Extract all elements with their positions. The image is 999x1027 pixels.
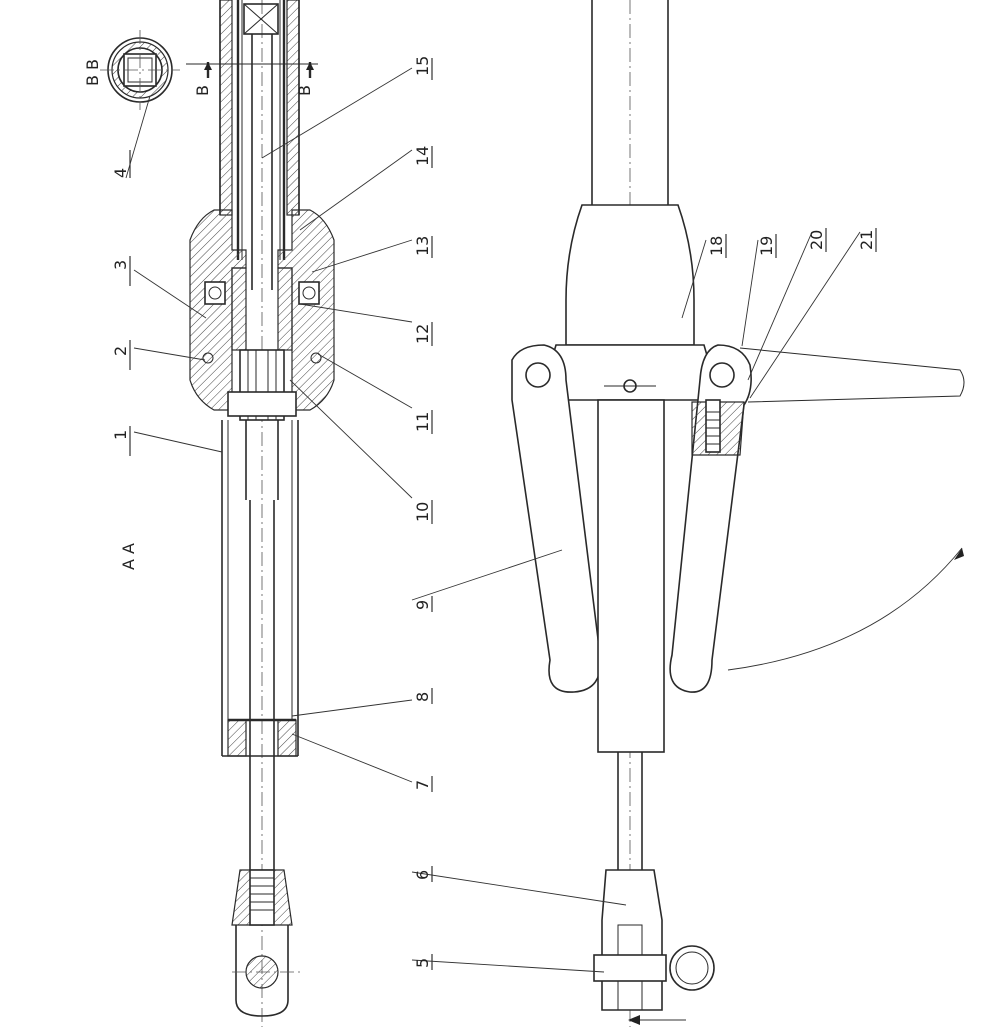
part-label-20: 20 (807, 230, 826, 250)
part-label-18: 18 (707, 236, 726, 256)
part-label-11: 11 (413, 412, 432, 432)
part-label-19: 19 (757, 236, 776, 256)
part-label-7: 7 (413, 780, 432, 790)
part-label-21: 21 (857, 230, 876, 250)
part-label-13: 13 (413, 236, 432, 256)
section-view-aa (186, 0, 335, 1027)
part-label-9: 9 (413, 600, 432, 610)
label-section-aa: A A (119, 543, 138, 570)
part-label-3: 3 (111, 260, 130, 270)
part-label-5: 5 (413, 958, 432, 968)
leader-lines (125, 67, 861, 973)
part-label-2: 2 (111, 346, 130, 356)
part-label-14: 14 (413, 146, 432, 166)
label-cut-b-bottom: B (295, 85, 314, 96)
label-section-bb: B B (83, 59, 102, 86)
section-view-bb (100, 30, 180, 110)
part-label-8: 8 (413, 692, 432, 702)
part-label-4: 4 (111, 168, 130, 178)
labels: A A B B B B 4 3 2 1 15 14 13 12 11 10 9 … (83, 56, 876, 968)
label-cut-b-top: B (193, 85, 212, 96)
part-label-10: 10 (413, 502, 432, 522)
part-label-12: 12 (413, 324, 432, 344)
external-view (511, 0, 965, 1027)
part-label-6: 6 (413, 870, 432, 880)
part-label-15: 15 (413, 56, 432, 76)
part-label-1: 1 (111, 430, 130, 440)
label-underlines (129, 58, 877, 970)
